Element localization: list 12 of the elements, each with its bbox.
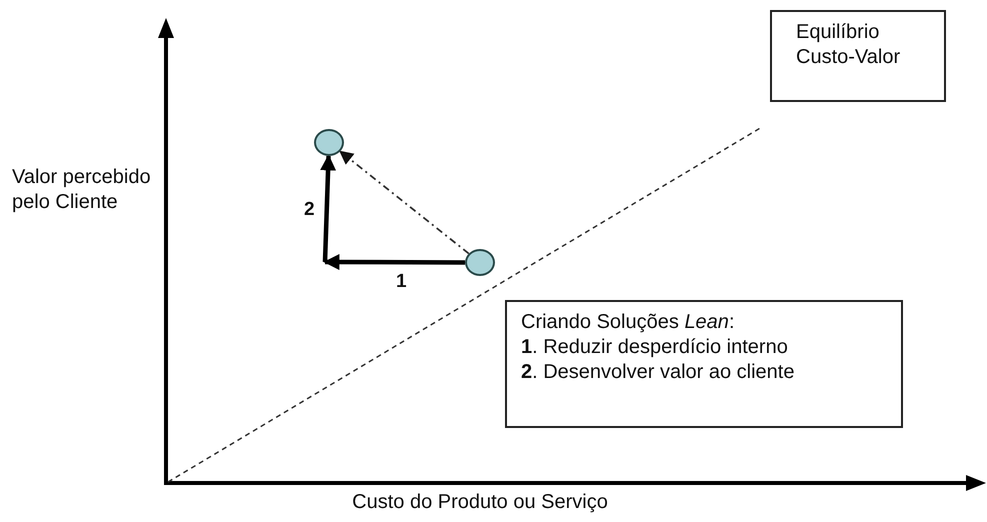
axis-label: Custo do Produto ou Serviço xyxy=(351,490,609,515)
state-circle xyxy=(314,129,344,156)
note-text: 2. Desenvolver valor ao cliente xyxy=(521,360,796,385)
arrow xyxy=(323,254,465,270)
arrow xyxy=(320,154,336,262)
state-circle xyxy=(465,249,495,276)
text-box: Equilíbrio Custo-Valor xyxy=(770,10,946,102)
arrow xyxy=(339,150,470,254)
note-text: 1. Reduzir desperdício interno xyxy=(521,335,789,360)
note-text: Criando Soluções Lean: xyxy=(521,310,736,335)
note-box xyxy=(505,300,903,428)
axis-label: Valor percebido pelo Cliente xyxy=(12,165,152,215)
